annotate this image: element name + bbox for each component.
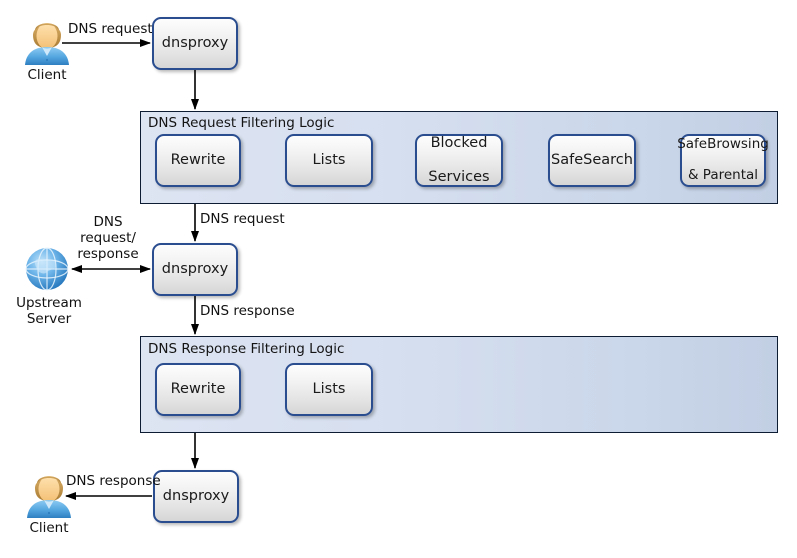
user-icon [24,467,74,519]
stage-rewrite-request-label: Rewrite [170,151,226,168]
stage-blocked-services-line2: Services [428,169,490,186]
stage-blocked-services-label: Blocked Services [420,135,497,186]
dnsproxy-middle-node[interactable]: dnsproxy [152,243,238,296]
upstream-exchange-line2: request/ [80,229,136,246]
stage-safesearch[interactable]: SafeSearch [548,134,636,187]
stage-blocked-services[interactable]: Blocked Services [415,134,503,187]
client-top-label: Client [27,67,67,83]
dns-response-filtering-title: DNS Response Filtering Logic [148,341,345,357]
upstream-label-line2: Server [26,310,72,327]
dnsproxy-bottom-node[interactable]: dnsproxy [153,470,239,523]
edge-label-proxy-to-client: DNS response [66,473,161,489]
dnsproxy-top-label: dnsproxy [161,34,229,51]
user-icon [22,14,72,66]
globe-icon [20,243,75,295]
client-bottom-label: Client [29,520,69,536]
stage-rewrite-response-label: Rewrite [170,380,226,397]
stage-safebrowsing-parental-label: SafeBrowsing & Parental [669,135,777,185]
stage-safesearch-label: SafeSearch [551,151,633,168]
stage-lists-request[interactable]: Lists [285,134,373,187]
upstream-label-line1: Upstream [16,295,82,311]
stage-rewrite-response[interactable]: Rewrite [155,363,241,416]
stage-lists-response[interactable]: Lists [285,363,373,416]
dnsproxy-top-node[interactable]: dnsproxy [152,17,238,70]
upstream-exchange-line1: DNS [93,214,123,230]
stage-safebrowsing-line2: & Parental [687,167,759,184]
dnsproxy-middle-label: dnsproxy [161,260,229,277]
stage-lists-response-label: Lists [312,380,346,397]
edge-label-proxy-to-response-filter: DNS response [200,303,295,319]
stage-safebrowsing-parental[interactable]: SafeBrowsing & Parental [677,134,769,187]
upstream-exchange-line3: response [77,245,139,262]
stage-lists-request-label: Lists [312,151,346,168]
dnsproxy-bottom-label: dnsproxy [162,487,230,504]
dns-request-filtering-title: DNS Request Filtering Logic [148,115,335,131]
upstream-server-label: Upstream Server [10,295,88,328]
stage-rewrite-request[interactable]: Rewrite [155,134,241,187]
stage-blocked-services-line1: Blocked [430,134,488,151]
edge-label-upstream-exchange: DNS request/ response [68,214,148,263]
edge-label-client-to-proxy: DNS request [68,21,153,37]
dns-response-filtering-container [140,336,778,433]
edge-label-proxy-to-request-filter: DNS request [200,211,285,227]
stage-safebrowsing-line1: SafeBrowsing [677,135,769,152]
